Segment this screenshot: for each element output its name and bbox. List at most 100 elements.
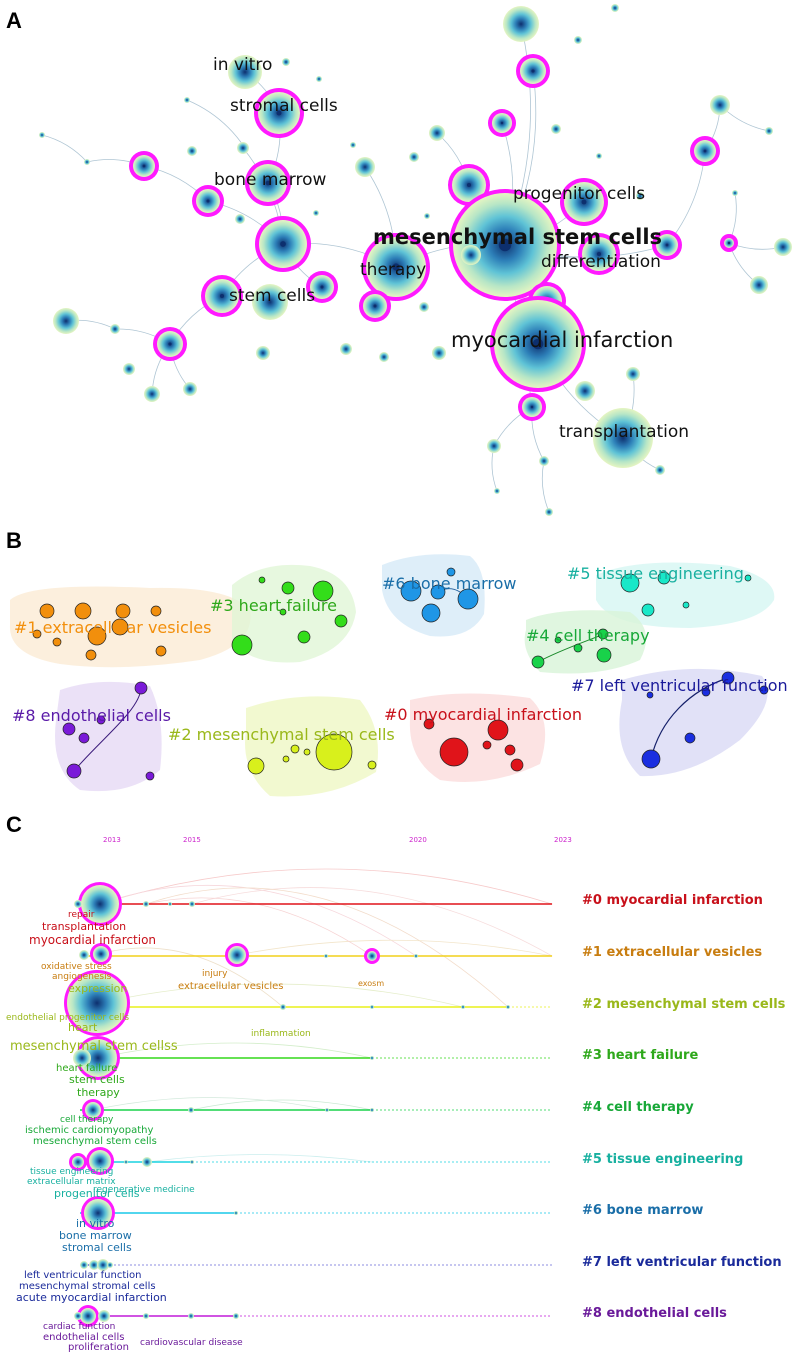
cluster-label-0: #0 myocardial infarction — [384, 705, 582, 724]
timeline-row — [79, 943, 552, 967]
timeline-node — [506, 1005, 510, 1009]
term-tissue-engineering: tissue engineering — [30, 1167, 113, 1177]
timeline: 2013 2015 2020 2023 repair transplantati… — [6, 836, 786, 1353]
citation-ring — [429, 125, 445, 141]
node-core — [530, 405, 534, 409]
cluster-node — [334, 614, 348, 628]
keyword-node — [710, 95, 730, 115]
timeline-row — [73, 1036, 552, 1080]
term-cardiovascular-disease: cardiovascular disease — [140, 1338, 243, 1348]
cluster-node — [150, 605, 162, 617]
cluster-node — [297, 630, 311, 644]
term-myocardial-infarction: myocardial infarction — [29, 933, 156, 947]
citation-arc — [99, 983, 464, 1008]
label-bone-marrow: bone marrow — [214, 170, 327, 190]
timeline-node — [234, 1211, 238, 1215]
cluster-label-5: #5 tissue engineering — [567, 564, 744, 583]
keyword-node — [449, 189, 561, 301]
cluster-label-3: #3 heart failure — [210, 596, 337, 615]
keyword-node — [237, 142, 249, 154]
cluster-node — [421, 603, 441, 623]
term-extracellular-vesicles: extracellular vesicles — [178, 981, 284, 992]
keyword-node — [340, 343, 352, 355]
year-2013: 2013 — [103, 836, 121, 844]
label-stromal-cells: stromal cells — [230, 96, 338, 116]
citation-ring — [355, 157, 375, 177]
keyword-node — [503, 6, 539, 42]
term-exosm: exosm — [358, 979, 384, 988]
term-stem-cells: stem cells — [69, 1073, 125, 1086]
citation-ring — [461, 245, 481, 265]
term-in-vitro: in vitro — [76, 1217, 115, 1230]
row-label-1: #1 extracellular vesicles — [582, 945, 762, 960]
timeline-row — [64, 970, 552, 1036]
timeline-node — [370, 1056, 374, 1060]
cluster-label-8: #8 endothelial cells — [12, 706, 171, 725]
keyword-node — [53, 308, 79, 334]
keyword-node — [252, 284, 288, 320]
citation-ring — [110, 324, 120, 334]
keyword-node — [187, 146, 197, 156]
keyword-node — [578, 233, 620, 275]
keyword-node — [39, 132, 45, 138]
cluster-node — [684, 732, 696, 744]
cluster-node — [721, 671, 735, 685]
timeline-node — [107, 1262, 113, 1268]
keyword-node — [355, 157, 375, 177]
cluster-label-6: #6 bone marrow — [382, 574, 516, 593]
timeline-node — [97, 1259, 109, 1271]
citation-ring — [237, 142, 249, 154]
citation-ring — [409, 152, 419, 162]
keyword-node — [245, 160, 291, 206]
cluster-node — [641, 749, 661, 769]
cluster-node — [96, 715, 106, 725]
timeline-row — [74, 882, 552, 926]
cluster-node — [554, 636, 562, 644]
citation-ring — [626, 367, 640, 381]
timeline-node — [168, 902, 172, 906]
cluster-node — [597, 628, 609, 640]
timeline-row — [80, 1259, 552, 1271]
keyword-node — [144, 386, 160, 402]
keyword-node — [488, 109, 516, 137]
citation-ring — [539, 456, 549, 466]
citation-ring — [765, 127, 773, 135]
citation-ring — [316, 76, 322, 82]
term-therapy: therapy — [77, 1086, 120, 1099]
keyword-node — [636, 192, 644, 200]
timeline-row — [69, 1147, 552, 1175]
panel-b-letter: B — [6, 528, 22, 553]
timeline-node — [228, 946, 246, 964]
keyword-node — [574, 36, 582, 44]
node-core — [531, 69, 535, 73]
citation-ring — [611, 4, 619, 12]
timeline-node — [81, 885, 119, 923]
node-core — [466, 182, 472, 188]
term-mesenchymal-stem-cells: mesenchymal stem cells — [33, 1136, 157, 1147]
citation-ring — [655, 465, 665, 475]
citation-ring — [187, 146, 197, 156]
cluster-node — [682, 601, 690, 609]
cluster-node — [446, 567, 456, 577]
term-regenerative-medicine: regenerative medicine — [93, 1185, 195, 1195]
keyword-node — [183, 382, 197, 396]
citation-arc — [190, 1099, 373, 1111]
cluster-label-1: #1 extracellular vesicles — [14, 618, 211, 637]
keyword-node — [192, 185, 224, 217]
keyword-node — [596, 153, 602, 159]
cluster-node — [482, 740, 492, 750]
term-ischemic-cardiomyopathy: ischemic cardiomyopathy — [25, 1125, 153, 1136]
term-proliferation: proliferation — [68, 1342, 129, 1353]
keyword-node — [379, 352, 389, 362]
label-mesenchymal-stem-cells: mesenchymal stem cells — [373, 225, 662, 249]
cluster-node — [312, 580, 334, 602]
node-core — [727, 241, 731, 245]
cluster-node — [145, 771, 155, 781]
citation-ring — [503, 6, 539, 42]
keyword-node — [359, 290, 391, 322]
citation-ring — [574, 36, 582, 44]
cluster-node — [115, 603, 131, 619]
term-extracellular-matrix: extracellular matrix — [27, 1177, 116, 1187]
keyword-node — [593, 408, 653, 468]
citation-ring — [228, 55, 262, 89]
